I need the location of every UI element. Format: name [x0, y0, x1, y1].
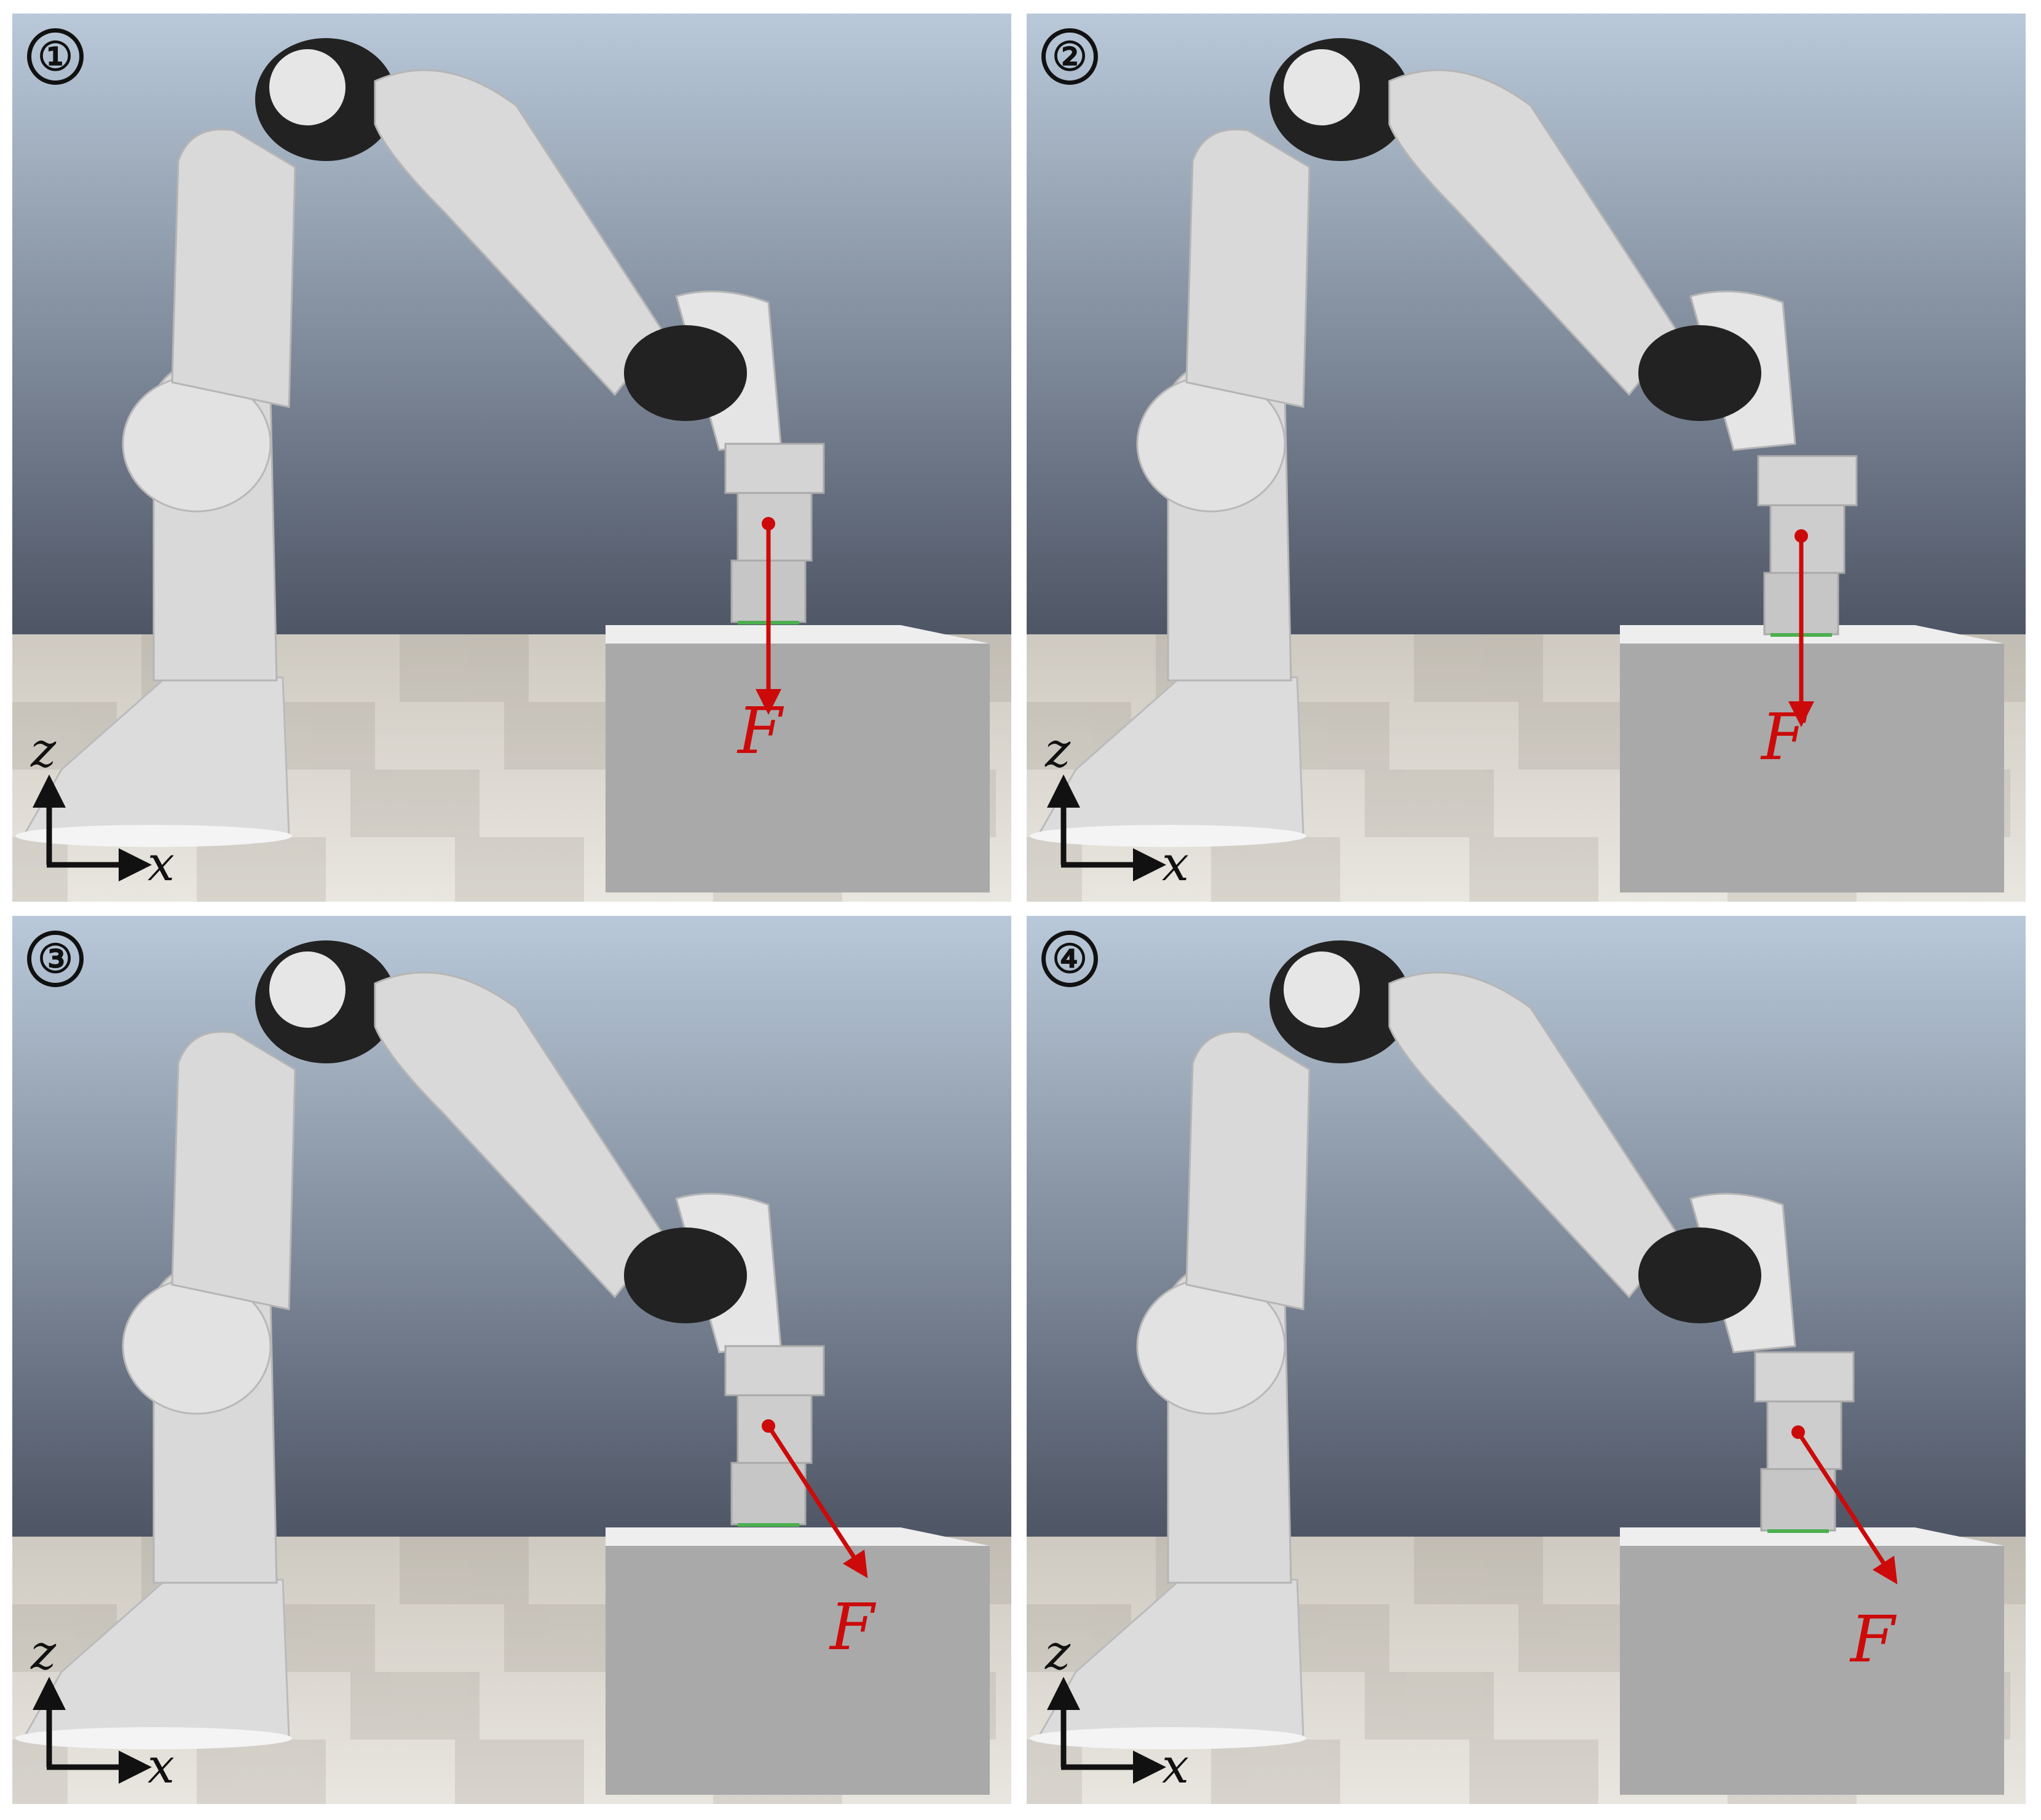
- force-arrow: [767, 1425, 868, 1578]
- robot-scene: [12, 14, 1011, 902]
- elbow-cap: [269, 49, 345, 125]
- wrist-joint: [624, 325, 747, 421]
- axis-z-label: z: [1045, 723, 1071, 778]
- elbow-cap: [1284, 49, 1360, 125]
- link-upper: [171, 128, 296, 408]
- step-label: ①: [27, 28, 84, 85]
- peg: [1760, 1468, 1836, 1532]
- tool: [736, 1394, 813, 1464]
- step-label: ④: [1041, 931, 1098, 987]
- flange: [1757, 455, 1858, 506]
- box: [1620, 1546, 2004, 1795]
- base-plate: [15, 1727, 292, 1749]
- box-top: [606, 1527, 990, 1546]
- step-label: ②: [1041, 28, 1098, 85]
- axis-x-label: x: [1162, 1739, 1189, 1794]
- force-label: F: [738, 693, 783, 768]
- flange: [724, 443, 825, 494]
- tool: [1769, 504, 1846, 574]
- flange: [1754, 1351, 1855, 1403]
- tool: [1766, 1400, 1842, 1470]
- axis-z-label: z: [31, 723, 57, 778]
- base-plate: [1030, 825, 1306, 847]
- forearm: [1388, 69, 1680, 396]
- link-upper: [1185, 1031, 1311, 1310]
- panel-1: ① F z x: [12, 14, 1011, 902]
- link-upper: [171, 1031, 296, 1310]
- contact-strip: [738, 1523, 799, 1527]
- base-plate: [1030, 1727, 1306, 1749]
- axis-x-label: x: [148, 1739, 175, 1794]
- wrist-joint: [1638, 325, 1761, 421]
- panel-4: ④ F z x: [1027, 916, 2026, 1804]
- step-label: ③: [27, 931, 84, 987]
- axis-z-label: z: [31, 1625, 57, 1680]
- box-top: [606, 625, 990, 644]
- flange: [724, 1345, 825, 1397]
- box: [606, 644, 990, 892]
- forearm: [374, 971, 665, 1299]
- elbow-cap: [269, 951, 345, 1028]
- elbow-cap: [1284, 951, 1360, 1028]
- force-label: F: [1761, 699, 1806, 774]
- robot-scene: [12, 916, 1011, 1804]
- force-label: F: [830, 1590, 875, 1664]
- force-arrow: [1796, 1431, 1898, 1585]
- box: [1620, 644, 2004, 892]
- axis-x-label: x: [1162, 837, 1189, 892]
- axis-z-label: z: [1045, 1625, 1071, 1680]
- link-upper: [1185, 128, 1311, 408]
- wrist-joint: [1638, 1227, 1761, 1323]
- panel-3: ③ F z x: [12, 916, 1011, 1804]
- axis-x-label: x: [148, 837, 175, 892]
- base-plate: [15, 825, 292, 847]
- panel-2: ② F z x: [1027, 14, 2026, 902]
- tool: [736, 492, 813, 562]
- forearm: [1388, 971, 1680, 1299]
- forearm: [374, 69, 665, 396]
- force-label: F: [1850, 1602, 1895, 1677]
- peg: [730, 1462, 807, 1526]
- contact-strip: [1767, 1529, 1829, 1533]
- robot-scene: [1027, 14, 2026, 902]
- wrist-joint: [624, 1227, 747, 1323]
- box: [606, 1546, 990, 1795]
- robot-scene: [1027, 916, 2026, 1804]
- box-top: [1620, 1527, 2004, 1546]
